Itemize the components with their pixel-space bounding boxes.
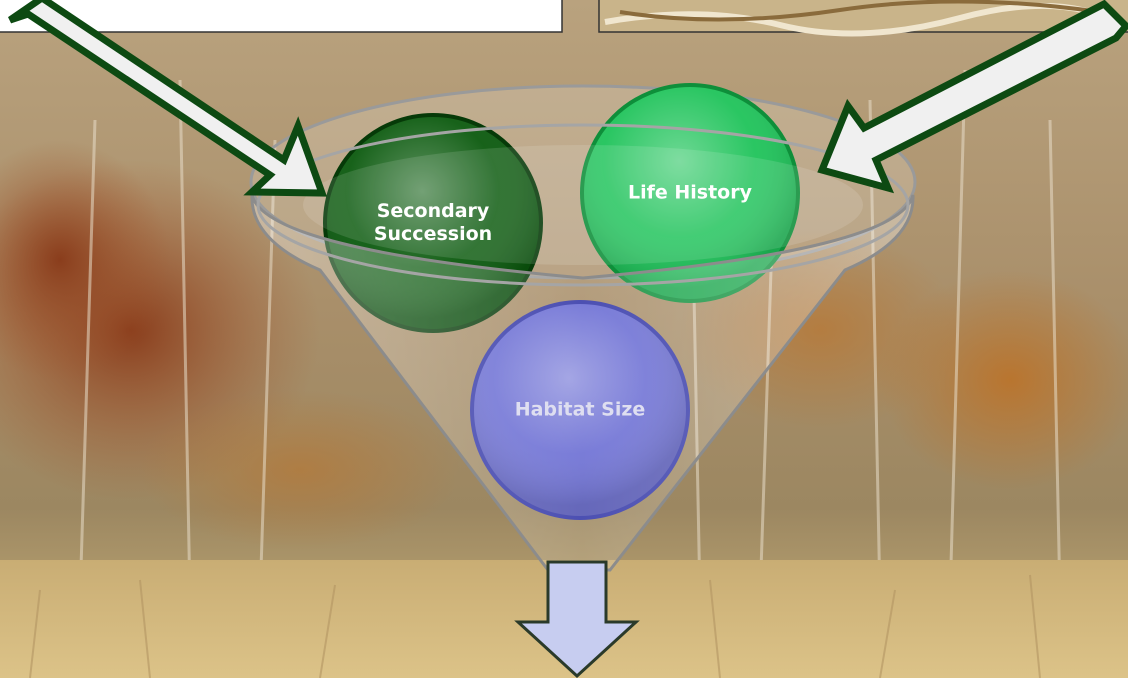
circle-label-secondary-succession-line-2: Succession	[374, 223, 492, 245]
arrow-down-output	[514, 560, 640, 678]
circle-label-secondary-succession-line-1: Secondary	[377, 200, 490, 222]
top-right-photo-box	[598, 0, 1128, 37]
arrow-left	[8, 0, 327, 197]
circle-label-life-history-line-1: Life History	[628, 182, 753, 204]
top-left-text-box	[0, 0, 563, 33]
circle-gloss	[584, 87, 796, 299]
circle-life-history: Life History	[580, 83, 800, 303]
funnel-body	[250, 194, 915, 572]
funnel-opening	[303, 145, 863, 265]
funnel-rim-front	[256, 123, 910, 287]
arrow-right	[817, 0, 1128, 194]
